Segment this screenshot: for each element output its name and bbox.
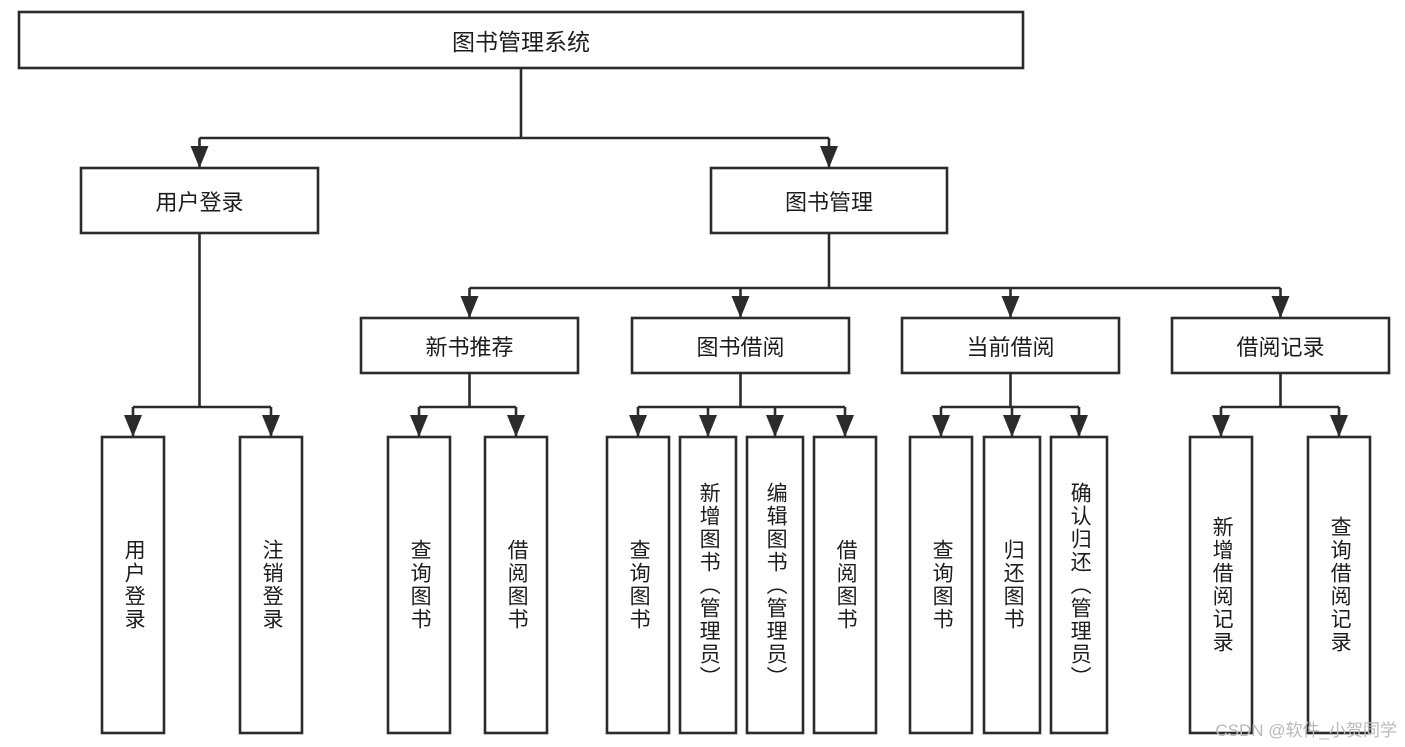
arrow-book_borrow-3 xyxy=(836,415,854,437)
node-box-leaf_query_record[interactable] xyxy=(1306,435,1372,735)
arrow-book_manage-3 xyxy=(1271,296,1290,318)
node-box-leaf_query_book_c[interactable] xyxy=(908,435,974,735)
arrow-book_manage-0 xyxy=(460,296,479,318)
node-box-leaf_user_login[interactable] xyxy=(100,435,166,735)
arrow-current_borrow-0 xyxy=(932,415,950,437)
arrow-book_manage-2 xyxy=(1001,296,1020,318)
arrow-borrow_record-0 xyxy=(1212,415,1230,437)
boxes-layer xyxy=(17,10,1391,735)
arrow-user_login-0 xyxy=(124,415,142,437)
node-box-root[interactable] xyxy=(17,10,1025,70)
arrow-borrow_record-1 xyxy=(1330,415,1348,437)
node-box-leaf_query_book_b[interactable] xyxy=(605,435,671,735)
node-box-new_book_rec[interactable] xyxy=(359,316,580,375)
node-box-leaf_add_record[interactable] xyxy=(1188,435,1254,735)
arrow-current_borrow-1 xyxy=(1003,415,1021,437)
arrow-root-1 xyxy=(820,146,838,168)
watermark-text: CSDN @软件_小贺同学 xyxy=(1215,721,1397,740)
arrow-user_login-1 xyxy=(262,415,280,437)
arrow-book_borrow-1 xyxy=(699,415,717,437)
node-box-book_manage[interactable] xyxy=(709,166,949,235)
node-box-user_login[interactable] xyxy=(79,166,320,235)
node-box-leaf_edit_book[interactable] xyxy=(745,435,805,735)
node-box-leaf_return_book[interactable] xyxy=(982,435,1042,735)
node-box-leaf_confirm_return[interactable] xyxy=(1049,435,1109,735)
arrow-root-0 xyxy=(190,146,209,168)
edges-layer xyxy=(124,68,1348,437)
node-box-current_borrow[interactable] xyxy=(900,316,1121,375)
node-box-borrow_record[interactable] xyxy=(1170,316,1391,375)
arrow-book_borrow-0 xyxy=(629,415,647,437)
node-box-book_borrow[interactable] xyxy=(630,316,851,375)
arrow-new_book_rec-1 xyxy=(507,415,525,437)
node-box-leaf_user_logout[interactable] xyxy=(238,435,304,735)
node-box-leaf_borrow_book_a[interactable] xyxy=(483,435,549,735)
node-box-leaf_add_book[interactable] xyxy=(678,435,738,735)
arrow-book_manage-1 xyxy=(731,296,750,318)
node-box-leaf_query_book_a[interactable] xyxy=(386,435,452,735)
arrow-new_book_rec-0 xyxy=(410,415,428,437)
node-box-leaf_borrow_book_b[interactable] xyxy=(812,435,878,735)
arrow-current_borrow-2 xyxy=(1070,415,1088,437)
arrow-book_borrow-2 xyxy=(766,415,784,437)
